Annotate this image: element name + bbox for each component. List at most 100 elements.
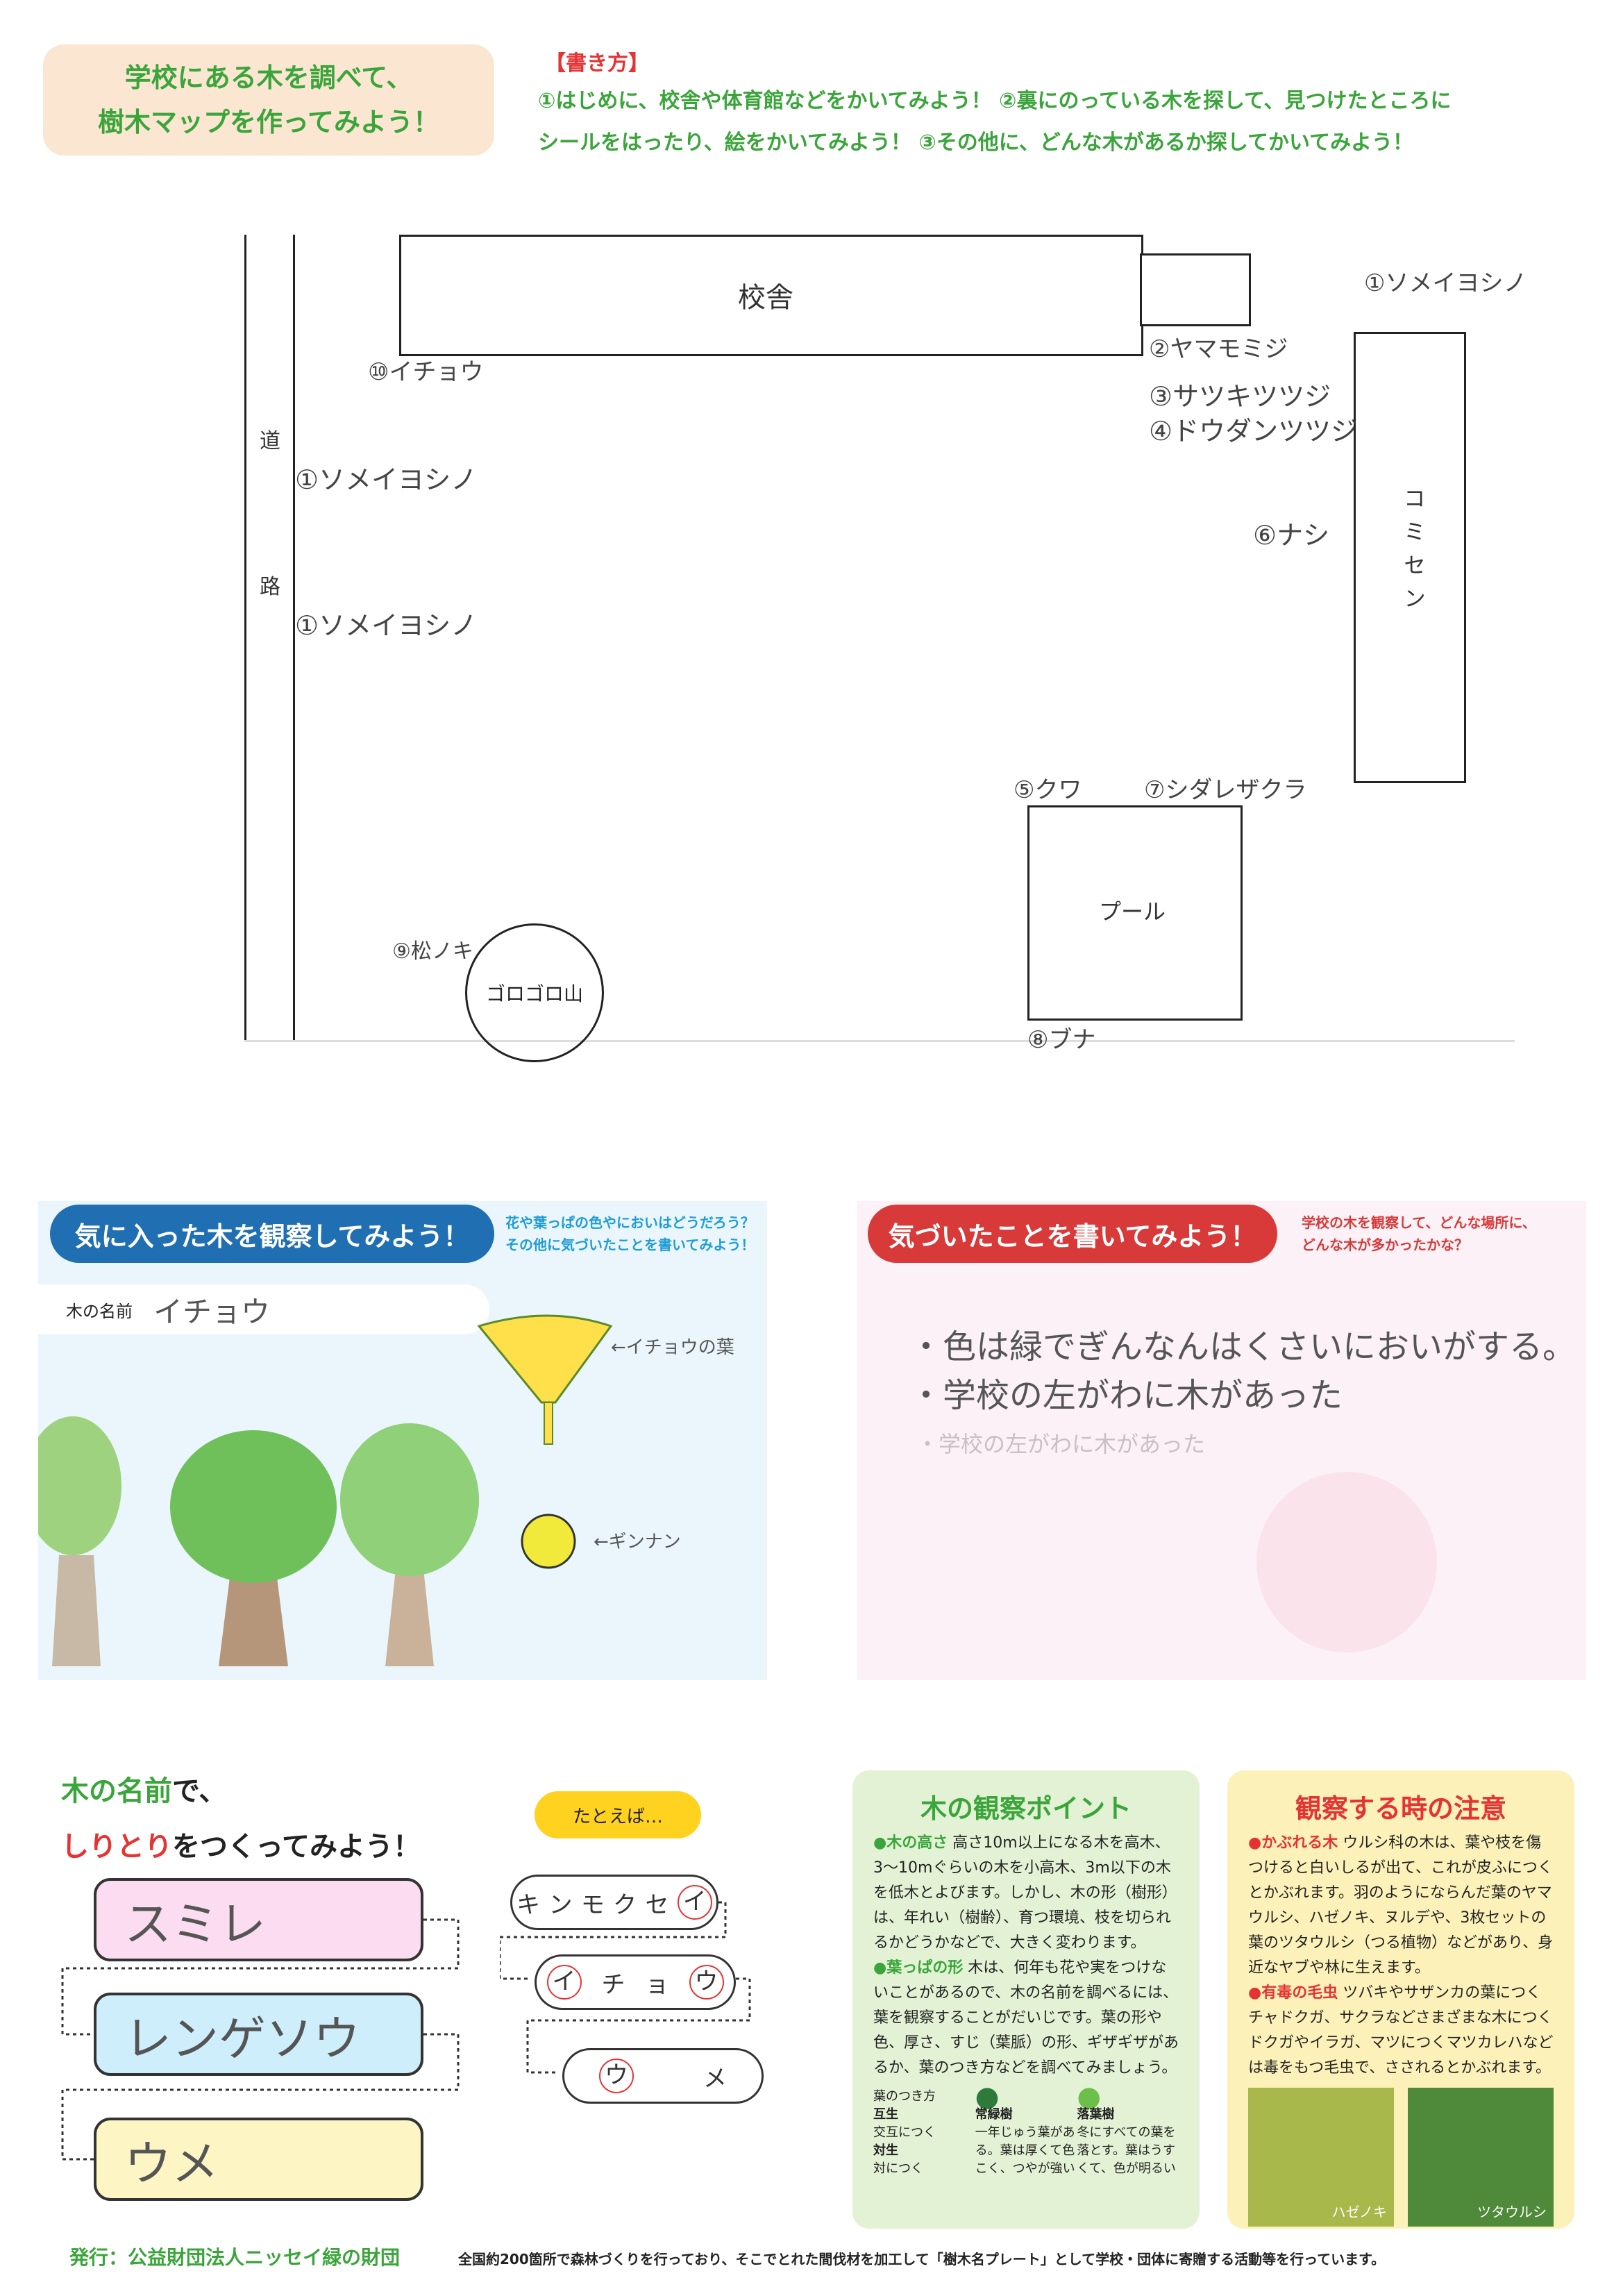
tree-drawing-2 — [170, 1430, 337, 1666]
school-building: 校舎 — [399, 235, 1143, 356]
leaf-arrangement: 葉のつき方 互生 交互につく 対生 対につく — [873, 2088, 975, 2178]
ex1-char: ク — [613, 1891, 637, 1919]
howto-heading: 【書き方】 — [545, 51, 649, 76]
caution-photos: ハゼノキ ツタウルシ — [1248, 2088, 1554, 2227]
community-center: コミセン — [1354, 332, 1466, 783]
notice-note-line-1: 学校の木を観察して、どんな場所に、 — [1302, 1214, 1536, 1231]
ex3-char: メ — [703, 2064, 727, 2093]
tree-label-1c: ①ソメイヨシノ — [295, 610, 478, 641]
caution-bug: ●有毒の毛虫 ツバキやサザンカの葉につくチャドクガ、サクラなどさまざまな木につく… — [1248, 1981, 1554, 2081]
arrangement-label: 葉のつき方 — [873, 2089, 936, 2104]
ex1-char-circled: イ — [677, 1885, 712, 1920]
leaf-types: 葉のつき方 互生 交互につく 対生 対につく ● 常緑樹 一年じゅう葉がある。葉… — [873, 2081, 1179, 2178]
howto-line-1: ①はじめに、校舎や体育館などをかいてみよう！ ②裏にのっている木を探して、見つけ… — [538, 89, 1452, 113]
howto-line-2: シールをはったり、絵をかいてみよう！ ③その他に、どんな木があるか探してかいてみ… — [538, 131, 1414, 155]
caution-bug-text: ツバキやサザンカの葉につくチャドクガ、サクラなどさまざまな木につくドクガやイラガ… — [1248, 1984, 1554, 2077]
tree-label-6: ⑥ナシ — [1253, 520, 1330, 551]
tree-label-1b: ①ソメイヨシノ — [295, 464, 478, 495]
deciduous-leaf-icon: ● — [1077, 2081, 1102, 2113]
example-word-1: キ ン モ ク セ イ — [510, 1875, 718, 1930]
pool-label: プール — [1099, 898, 1166, 925]
deciduous-label: 落葉樹 — [1077, 2107, 1115, 2122]
caution-title: 観察する時の注意 — [1295, 1793, 1506, 1824]
observe-note-line-2: その他に気づいたことを書いてみよう！ — [505, 1237, 755, 1253]
caution-box: 観察する時の注意 ●かぶれる木 ウルシ科の木は、葉や枝を傷つけると白いしるが出て… — [1227, 1770, 1574, 2229]
deciduous-desc: 冬にすべての葉を落とす。葉はうすくて、色が明るい — [1077, 2125, 1176, 2176]
example-word-2: イ チ ョ ウ — [535, 1954, 736, 2010]
photo-hazenoki: ハゼノキ — [1248, 2088, 1394, 2227]
points-leaf: ●葉っぱの形 木は、何年も花や実をつけないことがあるので、木の名前を調べるには、… — [873, 1956, 1179, 2081]
notice-note-line-2: どんな木が多かったかな？ — [1302, 1237, 1468, 1253]
ex2-char: チ — [601, 1970, 625, 1999]
caution-bug-head: ●有毒の毛虫 — [1248, 1984, 1338, 2002]
notice-note: 学校の木を観察して、どんな場所に、 どんな木が多かったかな？ — [1302, 1212, 1536, 1256]
deciduous-info: ● 落葉樹 冬にすべての葉を落とす。葉はうすくて、色が明るい — [1077, 2081, 1179, 2178]
tree-drawing-1 — [38, 1416, 121, 1666]
shiritori-answer-3[interactable]: ウメ — [94, 2118, 423, 2201]
notice-text-1: ・色は緑でぎんなんはくさいにおいがする。 — [909, 1327, 1576, 1366]
shiritori-answer-1[interactable]: スミレ — [94, 1878, 423, 1961]
ex3-char-circled: ウ — [599, 2059, 634, 2093]
observe-note-line-1: 花や葉っぱの色やにおいはどうだろう？ — [505, 1214, 755, 1231]
shiritori-title-a: 木の名前 — [61, 1775, 172, 1807]
shiritori-title-b: で、 — [172, 1775, 227, 1807]
notice-heading-pill: 気づいたことを書いてみよう！ — [868, 1205, 1277, 1263]
tree-label-8: ⑧ブナ — [1027, 1026, 1096, 1054]
shiritori-title: 木の名前で、 しりとりをつくってみよう！ — [61, 1763, 421, 1875]
tree-drawings — [38, 1416, 479, 1666]
tree-label-3: ③サツキツツジ — [1149, 381, 1331, 412]
map-bottom-border — [244, 1040, 1515, 1042]
shiritori-answer-2[interactable]: レンゲソウ — [94, 1993, 423, 2076]
opposite-label: 対生 — [873, 2143, 898, 2158]
points-leaf-text: 木は、何年も花や実をつけないことがあるので、木の名前を調べるには、葉を観察するこ… — [873, 1959, 1179, 2077]
evergreen-desc: 一年じゅう葉がある。葉は厚くて色こく、つやが強い — [975, 2125, 1075, 2176]
tree-label-7: ⑦シダレザクラ — [1144, 776, 1307, 804]
tree-label-9: ⑨松ノキ — [392, 939, 473, 964]
tree-drawing-3 — [340, 1423, 479, 1666]
observe-heading-pill: 気に入った木を観察してみよう！ — [50, 1205, 494, 1263]
tree-name-label: 木の名前 — [66, 1301, 133, 1321]
example-label: たとえば… — [535, 1791, 701, 1838]
ginkgo-nut-icon — [521, 1514, 576, 1569]
school-building-label: 校舎 — [738, 282, 793, 314]
tree-label-1a: ①ソメイヨシノ — [1364, 269, 1527, 297]
title-line-2: 樹木マップを作ってみよう！ — [97, 107, 440, 137]
evergreen-leaf-icon: ● — [975, 2081, 1000, 2113]
ex1-char: セ — [645, 1891, 669, 1919]
ex1-char: キ — [516, 1891, 541, 1919]
evergreen-label: 常緑樹 — [975, 2107, 1013, 2122]
ex1-char: モ — [580, 1891, 605, 1919]
tree-label-2: ②ヤマモミジ — [1149, 335, 1288, 363]
notice-text-3-faint: ・学校の左がわに木があった — [916, 1431, 1206, 1457]
hill-label: ゴロゴロ山 — [485, 982, 583, 1005]
observe-note: 花や葉っぱの色やにおいはどうだろう？ その他に気づいたことを書いてみよう！ — [505, 1212, 755, 1256]
points-height: ●木の高さ 高さ10m以上になる木を高木、3〜10mぐらいの木を小高木、3m以下… — [873, 1831, 1179, 1956]
example-word-3: ウ メ — [562, 2048, 764, 2104]
evergreen-info: ● 常緑樹 一年じゅう葉がある。葉は厚くて色こく、つやが強い — [975, 2081, 1077, 2178]
footer-description: 全国約200箇所で森林づくりを行っており、そこでとれた間伐材を加工して「樹木名プ… — [458, 2251, 1386, 2268]
tree-map: 道 路 校舎 コミセン プール ゴロゴロ山 ①ソメイヨシノ ②ヤマモミジ ③サツ… — [229, 229, 1527, 1062]
tree-name-field[interactable]: 木の名前 イチョウ — [38, 1284, 489, 1334]
shiritori-connectors — [61, 1918, 460, 2161]
points-leaf-head: ●葉っぱの形 — [873, 1959, 964, 1977]
example-connectors — [500, 1901, 751, 2074]
hill-gorogoro: ゴロゴロ山 — [465, 923, 604, 1062]
ginkgo-nut-label: ←ギンナン — [594, 1532, 681, 1552]
worksheet-title-box: 学校にある木を調べて、 樹木マップを作ってみよう！ — [43, 44, 494, 156]
points-height-text: 高さ10m以上になる木を高木、3〜10mぐらいの木を小高木、3m以下の木を低木と… — [873, 1834, 1177, 1952]
title-line-1: 学校にある木を調べて、 — [124, 62, 413, 93]
shiritori-title-c: しりとり — [61, 1831, 172, 1863]
photo-tsutaurushi: ツタウルシ — [1408, 2088, 1554, 2227]
road-line-right — [293, 235, 295, 1040]
caution-rash-head: ●かぶれる木 — [1248, 1834, 1338, 1852]
caution-rash-text: ウルシ科の木は、葉や枝を傷つけると白いしるが出て、これが皮ふにつくとかぶれます。… — [1248, 1834, 1554, 1977]
ginkgo-leaf-icon — [477, 1314, 613, 1445]
points-height-head: ●木の高さ — [873, 1834, 948, 1852]
community-center-label: コミセン — [1400, 487, 1427, 620]
ex2-char-circled: イ — [546, 1965, 582, 2000]
notice-text-2: ・学校の左がわに木があった — [909, 1376, 1343, 1415]
decor-circle — [1256, 1472, 1437, 1652]
road-char-2: 路 — [260, 575, 280, 599]
observation-points-box: 木の観察ポイント ●木の高さ 高さ10m以上になる木を高木、3〜10mぐらいの木… — [852, 1770, 1200, 2229]
alternate-desc: 交互につく — [873, 2125, 936, 2140]
